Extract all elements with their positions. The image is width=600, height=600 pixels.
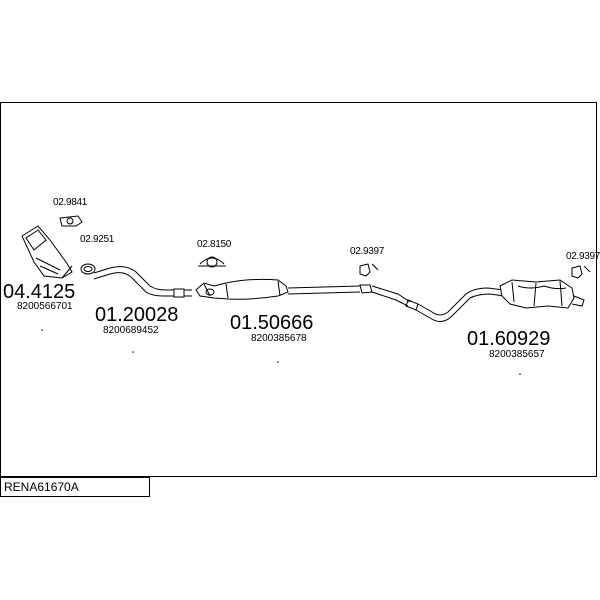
part-number-rear-muffler: 01.60929 — [467, 328, 551, 350]
part-number-catalytic: 04.4125 — [3, 281, 76, 303]
accessory-number-clamp: 02.8150 — [197, 239, 232, 250]
oem-number-catalytic: 8200566701 — [17, 301, 73, 312]
part-number-centre-muffler: 01.50666 — [230, 312, 314, 334]
part-number-front-pipe: 01.20028 — [95, 304, 179, 326]
catalytic-converter-icon — [21, 225, 73, 279]
accessory-number-hanger-centre: 02.9397 — [350, 246, 385, 257]
reference-code: RENA61670A — [0, 477, 150, 497]
accessory-number-gasket: 02.9841 — [53, 197, 88, 208]
front-pipe-icon — [93, 266, 192, 298]
oem-number-centre-muffler: 8200385678 — [251, 333, 307, 344]
seal-ring-icon — [80, 263, 96, 275]
hanger-icon — [359, 263, 379, 277]
gasket-icon — [59, 215, 83, 227]
oem-number-front-pipe: 8200689452 — [103, 325, 159, 336]
accessory-number-ring: 02.9251 — [80, 234, 115, 245]
diagram-frame — [0, 102, 597, 477]
clamp-icon — [198, 256, 226, 268]
hanger-icon — [571, 265, 591, 279]
accessory-number-hanger-rear: 02.9397 — [566, 251, 600, 262]
oem-number-rear-muffler: 8200385657 — [489, 349, 545, 360]
rear-muffler-icon — [415, 279, 585, 322]
centre-muffler-icon — [195, 278, 419, 311]
